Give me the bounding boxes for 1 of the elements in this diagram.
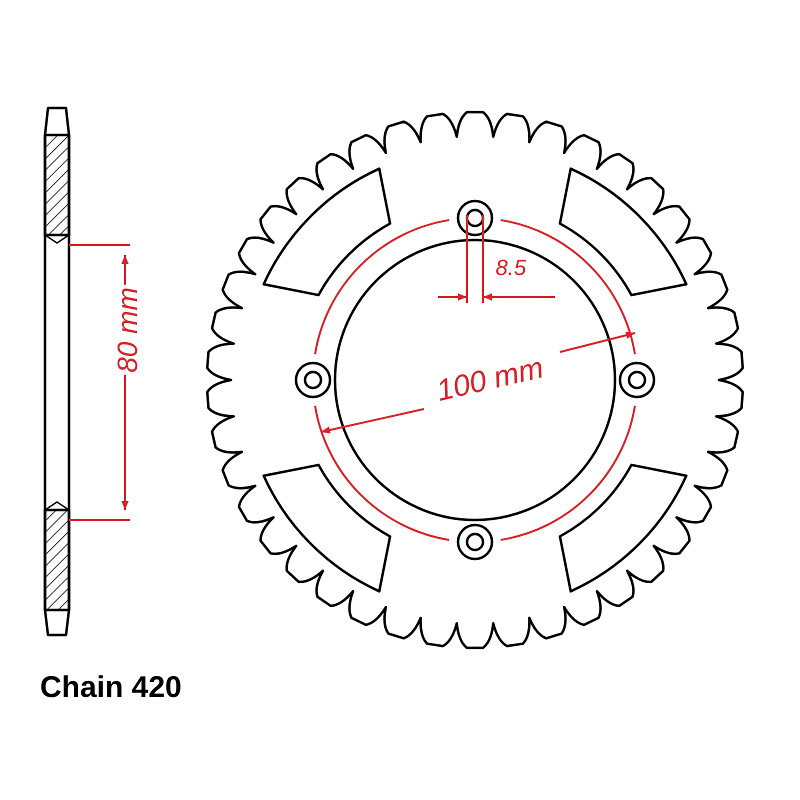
chain-size-label: Chain 420 bbox=[40, 673, 182, 703]
